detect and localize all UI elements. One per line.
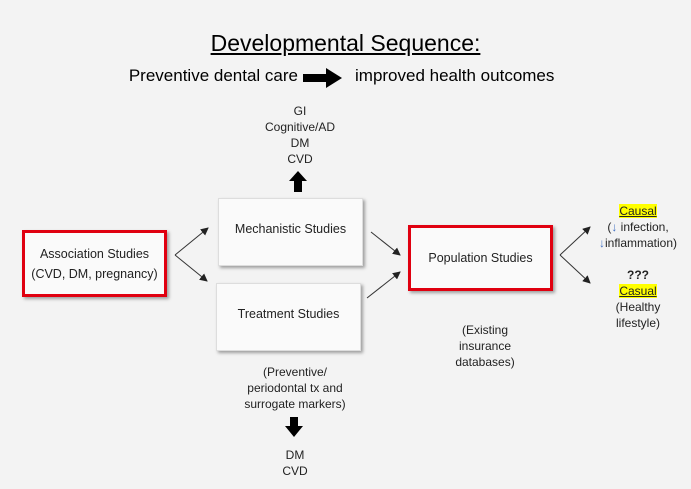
association-label: Association Studies	[39, 246, 150, 261]
question-marks: ???	[627, 268, 649, 282]
outcome-gi: GI	[293, 104, 307, 118]
treatment-note: (Preventive/ periodontal tx and surrogat…	[230, 364, 360, 412]
causal-result: Causal (↓ infection, ↓inflammation)	[588, 203, 688, 251]
down-arrow-icon	[285, 417, 303, 437]
note-line: surrogate markers)	[244, 397, 346, 411]
up-arrow-icon	[289, 171, 307, 192]
note-line: periodontal tx and	[247, 381, 343, 395]
outcome-cvd: CVD	[287, 152, 313, 166]
infection-text: infection,	[620, 220, 669, 234]
inflammation-text: inflammation)	[604, 236, 678, 250]
note-line: (Preventive/	[262, 365, 328, 379]
association-sublabel: (CVD, DM, pregnancy)	[31, 266, 158, 281]
subtitle-arrow-icon	[303, 68, 342, 88]
population-label: Population Studies	[428, 251, 533, 265]
outcome-cognitive: Cognitive/AD	[264, 120, 336, 134]
treatment-label: Treatment Studies	[237, 307, 340, 321]
lifestyle-text: lifestyle)	[615, 316, 660, 330]
arrow-assoc-mech	[174, 227, 209, 256]
paren: (	[607, 220, 612, 234]
treatment-outcomes: DM CVD	[260, 447, 330, 479]
population-studies-box: Population Studies	[408, 225, 553, 291]
slide-title: Developmental Sequence:	[210, 30, 481, 56]
mechanistic-studies-box: Mechanistic Studies	[218, 198, 363, 266]
arrow-assoc-treat	[174, 254, 208, 282]
arrow-mech-pop	[370, 231, 401, 256]
outcome-dm: DM	[290, 136, 310, 150]
mechanistic-outcomes: GI Cognitive/AD DM CVD	[250, 103, 350, 167]
down-arrow-icon: ↓	[598, 236, 605, 250]
treatment-studies-box: Treatment Studies	[216, 283, 361, 351]
mechanistic-label: Mechanistic Studies	[234, 222, 347, 236]
population-note: (Existing insurance databases)	[445, 322, 525, 370]
casual-label: Casual	[619, 284, 657, 298]
subtitle-right: improved health outcomes	[355, 66, 555, 85]
arrow-pop-causal	[559, 226, 591, 256]
outcome-cvd: CVD	[282, 464, 308, 478]
causal-label: Causal	[619, 204, 657, 218]
note-line: insurance	[458, 339, 512, 353]
arrow-treat-pop	[366, 271, 401, 299]
subtitle-left: Preventive dental care	[128, 66, 298, 85]
arrow-pop-casual	[559, 254, 591, 284]
note-line: databases)	[455, 355, 515, 369]
outcome-dm: DM	[285, 448, 305, 462]
casual-result: ??? Casual (Healthy lifestyle)	[588, 267, 688, 331]
association-studies-box: Association Studies (CVD, DM, pregnancy)	[22, 230, 167, 297]
down-arrow-icon: ↓	[611, 220, 618, 234]
healthy-text: (Healthy	[615, 300, 661, 314]
note-line: (Existing	[461, 323, 508, 337]
